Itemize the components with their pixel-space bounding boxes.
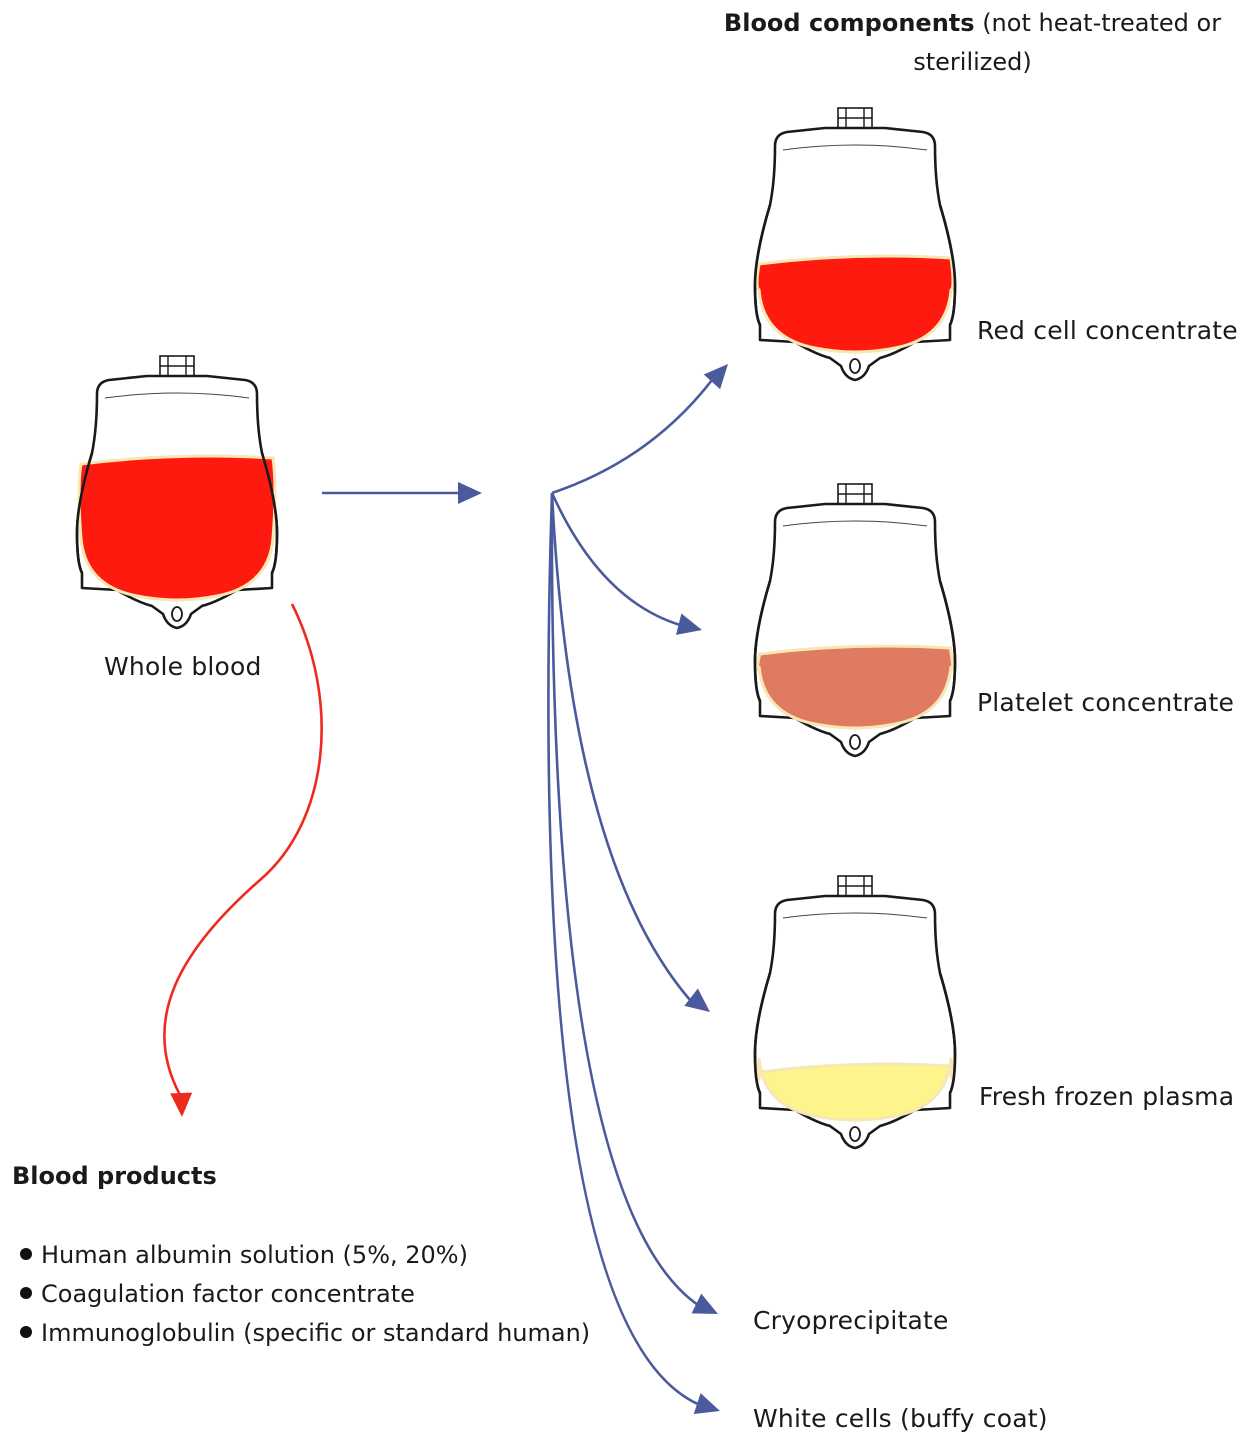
plasma-bag [753, 874, 957, 1150]
whole-blood-to-components-arrow [322, 482, 482, 504]
components-heading-note-2: sterilized) [913, 48, 1032, 76]
products-item-albumin: Human albumin solution (5%, 20%) [20, 1236, 590, 1275]
to-cryo-arrow [550, 492, 718, 1314]
cryo-label: Cryoprecipitate [753, 1306, 949, 1335]
whole-blood-label: Whole blood [104, 652, 262, 681]
red-cell-fill [755, 254, 955, 354]
components-heading: Blood components (not heat-treated or st… [700, 4, 1245, 82]
to-plasma-arrow [550, 492, 710, 1012]
plasma-fill [755, 1057, 955, 1122]
products-item-immunoglobulin: Immunoglobulin (specific or standard hum… [20, 1314, 590, 1353]
components-heading-bold: Blood components [723, 9, 975, 37]
products-item-coagulation: Coagulation factor concentrate [20, 1275, 590, 1314]
red-cell-label: Red cell concentrate [977, 316, 1238, 345]
bullet-icon [20, 1326, 32, 1338]
whole-blood-bag [75, 354, 279, 630]
white-cells-label: White cells (buffy coat) [753, 1404, 1048, 1433]
products-list: Human albumin solution (5%, 20%) Coagula… [20, 1236, 590, 1353]
products-heading: Blood products [12, 1162, 217, 1190]
to-white-cells-arrow [547, 492, 720, 1415]
components-heading-note: (not heat-treated or [974, 9, 1222, 37]
bullet-icon [20, 1248, 32, 1260]
platelet-fill [755, 644, 955, 730]
to-blood-products-arrow [163, 603, 323, 1117]
to-platelet-arrow [550, 492, 702, 635]
to-red-cell-arrow [551, 364, 728, 495]
red-cell-bag [753, 106, 957, 382]
plasma-label: Fresh frozen plasma [979, 1082, 1235, 1111]
whole-blood-fill [77, 454, 277, 602]
platelet-bag [753, 482, 957, 758]
bullet-icon [20, 1287, 32, 1299]
platelet-label: Platelet concentrate [977, 688, 1235, 717]
